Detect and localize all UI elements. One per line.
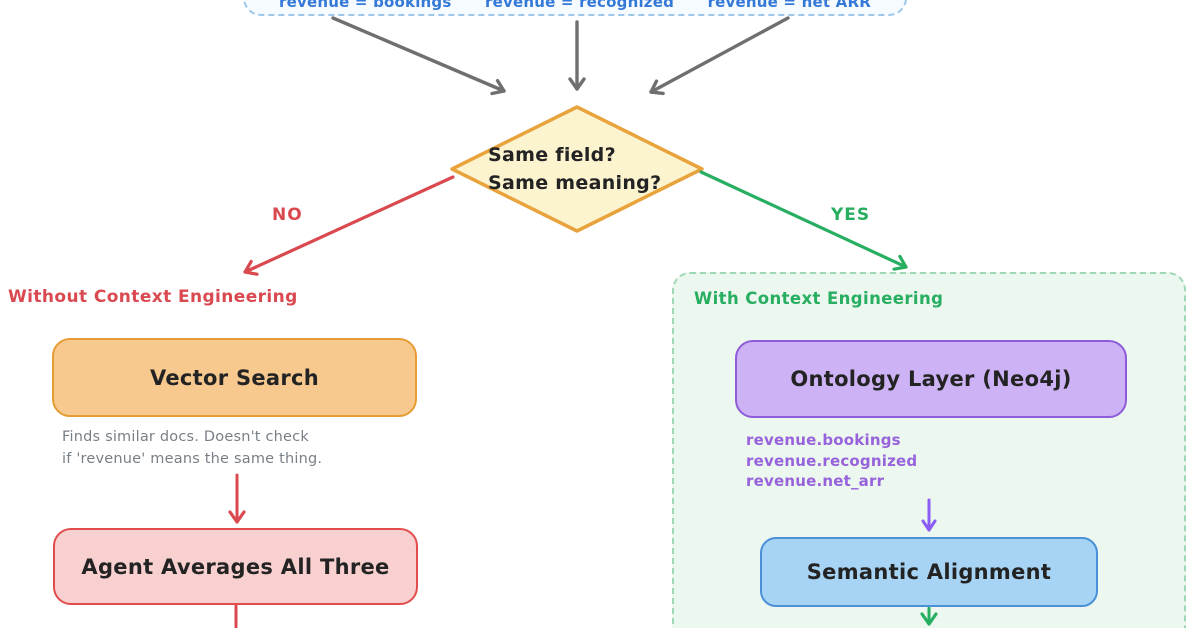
no-branch-label: NO [272, 205, 303, 225]
arrow-yes-branch [699, 170, 908, 271]
agent-averages-node: Agent Averages All Three [53, 528, 418, 605]
vector-search-caption: Finds similar docs. Doesn't check if 're… [62, 427, 322, 470]
yes-branch-label: YES [831, 205, 871, 225]
semantic-alignment-label: Semantic Alignment [806, 560, 1052, 584]
decision-diamond-text: Same field? Same meaning? [488, 142, 661, 197]
ontology-output-item: revenue.bookings [746, 431, 901, 449]
ontology-layer-node: Ontology Layer (Neo4j) [735, 340, 1127, 418]
vector-search-node: Vector Search [52, 338, 417, 417]
ontology-layer-label: Ontology Layer (Neo4j) [790, 367, 1072, 391]
agent-averages-label: Agent Averages All Three [81, 554, 390, 579]
source-label-bookings: revenue = bookings [279, 0, 452, 11]
arrow-bookings-to-diamond [331, 16, 506, 96]
with-context-heading: With Context Engineering [694, 289, 944, 308]
ontology-output-item: revenue.recognized [746, 451, 918, 470]
source-labels-panel: revenue = bookings revenue = recognized … [243, 0, 907, 16]
source-label-recognized: revenue = recognized [485, 0, 675, 11]
source-label-net-arr: revenue = net ARR [707, 0, 871, 11]
caption-line-1: Finds similar docs. Doesn't check [62, 429, 309, 445]
caption-line-2: if 'revenue' means the same thing. [62, 450, 323, 467]
vector-search-label: Vector Search [149, 365, 320, 390]
semantic-alignment-node: Semantic Alignment [760, 537, 1098, 607]
decision-line-1: Same field? [488, 144, 616, 166]
decision-line-2: Same meaning? [488, 171, 662, 194]
ontology-outputs-list: revenue.bookings revenue.recognized reve… [746, 430, 917, 492]
without-context-heading: Without Context Engineering [8, 287, 298, 307]
ontology-output-item: revenue.net_arr [746, 472, 885, 490]
arrow-netarr-to-diamond [649, 16, 790, 96]
